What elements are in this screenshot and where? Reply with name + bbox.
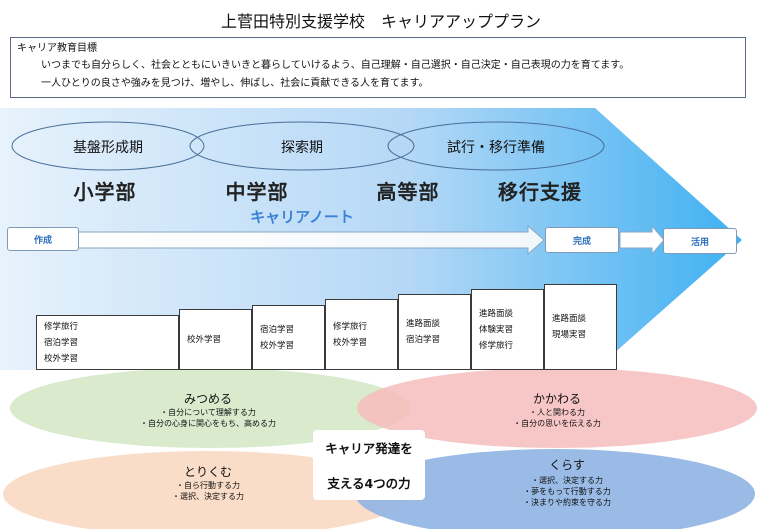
- step-2: 校外学習: [179, 309, 252, 370]
- dept-high-school: 高等部: [376, 180, 440, 204]
- step-1: 修学旅行 宿泊学習 校外学習: [36, 315, 179, 370]
- career-note-label: キャリアノート: [250, 208, 354, 226]
- flow-arrow-short: [619, 224, 665, 256]
- power-item: ・決まりや約束を守る力: [523, 498, 611, 507]
- dept-transition-support: 移行支援: [498, 180, 582, 204]
- power-item: ・自分の思いを伝える力: [513, 419, 601, 428]
- power-title-kakawaru: かかわる: [532, 392, 581, 406]
- power-item: ・自分の心身に関心をもち、高める力: [140, 419, 276, 428]
- career-goal-box: キャリア教育目標 いつまでも自分らしく、社会とともにいきいきと暮らしていけるよう…: [10, 37, 746, 98]
- goal-heading: キャリア教育目標: [17, 43, 97, 54]
- step-item: 修学旅行: [44, 321, 79, 332]
- step-7: 進路面談 現場実習: [544, 284, 617, 370]
- ellipse-torikumu: [3, 451, 411, 529]
- four-powers-diagram: [3, 370, 757, 529]
- step-5: 進路面談 宿泊学習: [398, 294, 471, 370]
- step-item: 進路面談: [406, 319, 441, 329]
- power-item: ・自ら行動する力: [176, 481, 240, 490]
- center-line-1: キャリア発達を: [325, 441, 413, 456]
- power-item: ・自分について理解する力: [160, 408, 256, 417]
- dept-junior-high: 中学部: [225, 180, 289, 204]
- stage-ellipse-3: [387, 121, 605, 171]
- stage-ellipse-2: [189, 121, 415, 171]
- power-title-torikumu: とりくむ: [183, 465, 232, 479]
- power-title-mitsumeru: みつめる: [183, 392, 232, 406]
- step-3: 宿泊学習 校外学習: [252, 305, 325, 370]
- step-item: 進路面談: [479, 308, 514, 319]
- goal-line-2: 一人ひとりの良さや強みを見つけ、増やし、伸ばし、社会に貢献できる人を育てます。: [41, 78, 429, 89]
- stage-label-foundation: 基盤形成期: [73, 140, 143, 156]
- power-item: ・夢をもって行動する力: [523, 487, 611, 496]
- ellipse-mitsumeru: [10, 370, 410, 448]
- step-item: 校外学習: [187, 334, 222, 345]
- power-item: ・選択、決定する力: [531, 476, 603, 485]
- step-item: 宿泊学習: [406, 335, 441, 345]
- step-6: 進路面談 体験実習 修学旅行: [471, 289, 544, 370]
- stage-label-exploration: 探索期: [281, 140, 323, 156]
- power-item: ・人と関わる力: [529, 408, 585, 417]
- step-item: 宿泊学習: [260, 324, 295, 335]
- step-item: 修学旅行: [479, 340, 514, 351]
- ellipse-kurasu: [355, 449, 755, 529]
- step-item: 修学旅行: [333, 321, 368, 332]
- page-title: 上菅田特別支援学校 キャリアアッププラン: [220, 12, 541, 31]
- power-title-kurasu: くらす: [549, 458, 585, 472]
- step-item: 体験実習: [479, 324, 514, 335]
- center-label-box: キャリア発達を 支える4つの力: [313, 430, 425, 500]
- ellipse-kakawaru: [357, 370, 757, 448]
- dept-elementary: 小学部: [73, 180, 137, 204]
- step-item: 校外学習: [333, 337, 368, 348]
- power-item: ・選択、決定する力: [172, 492, 244, 501]
- stage-label-trial: 試行・移行準備: [447, 140, 545, 156]
- goal-line-1: いつまでも自分らしく、社会とともにいきいきと暮らしていけるよう、自己理解・自己選…: [41, 60, 630, 71]
- step-item: 宿泊学習: [44, 337, 79, 348]
- center-line-2: 支える4つの力: [327, 476, 411, 491]
- flow-start: 作成: [7, 227, 79, 251]
- flow-arrow-long: [54, 224, 545, 256]
- step-4: 修学旅行 校外学習: [325, 299, 398, 370]
- step-item: 校外学習: [260, 340, 295, 351]
- flow-use: 活用: [663, 228, 737, 254]
- step-item: 校外学習: [44, 353, 79, 364]
- step-item: 現場実習: [552, 330, 587, 340]
- flow-complete: 完成: [545, 227, 619, 253]
- stage-ellipse-1: [11, 121, 205, 171]
- step-item: 進路面談: [552, 314, 587, 324]
